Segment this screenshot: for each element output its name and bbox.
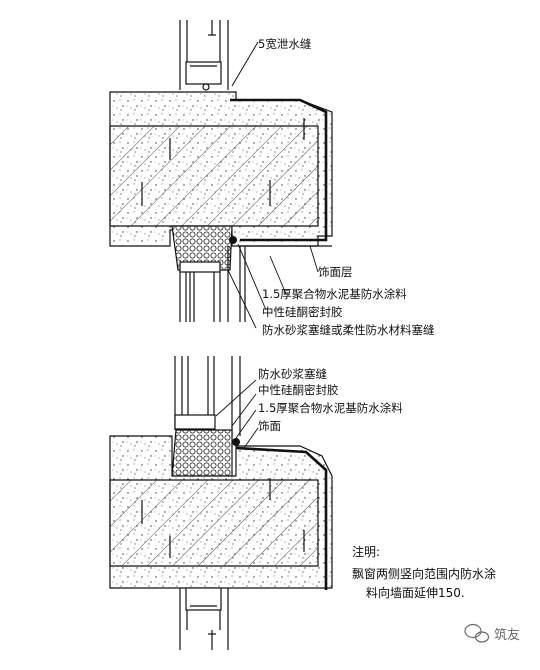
top-concrete-sill [109, 125, 319, 227]
bottom-leader-lines [215, 379, 259, 449]
top-sealant-bead [229, 236, 237, 244]
notes-line-1: 飘窗两侧竖向范围内防水涂 [352, 566, 496, 581]
bottom-mortar-fill-label: 防水砂浆塞缝 [258, 367, 327, 381]
top-detail [109, 20, 333, 329]
top-upper-window-frame [179, 20, 229, 91]
finish-layer-label: 饰面层 [318, 265, 353, 279]
bottom-detail [109, 356, 333, 650]
bottom-finish-label: 饰面 [258, 419, 281, 433]
drain-gap-leader [231, 41, 259, 87]
bottom-sealant-label: 中性硅酮密封胶 [258, 383, 339, 397]
watermark: 筑友 [464, 623, 520, 643]
bottom-waterproof-coating [235, 446, 328, 590]
top-coating-label: 1.5厚聚合物水泥基防水涂料 [262, 287, 407, 301]
drain-gap-label: 5宽泄水缝 [258, 37, 312, 51]
top-leader-lines [227, 243, 319, 329]
bottom-sealant-bead [232, 438, 240, 446]
top-anchor-ticks [141, 118, 305, 206]
bottom-coating-label: 1.5厚聚合物水泥基防水涂料 [258, 401, 403, 415]
top-sealant-label: 中性硅酮密封胶 [262, 305, 343, 319]
bottom-lower-window-frame [179, 587, 229, 650]
bottom-upper-window-frame [174, 356, 241, 436]
bottom-gap-filler [171, 429, 233, 477]
top-gap-filler [171, 225, 233, 271]
bottom-concrete-sill [109, 479, 319, 567]
wechat-icon [464, 623, 490, 643]
watermark-text: 筑友 [494, 627, 520, 643]
notes-title: 注明: [352, 544, 380, 559]
bottom-anchor-ticks [141, 478, 305, 558]
top-lower-window-frame [179, 246, 246, 322]
notes-line-2: 料向墙面延伸150. [366, 585, 465, 600]
top-filler-label: 防水砂浆塞缝或柔性防水材料塞缝 [262, 323, 435, 337]
top-waterproof-coating [230, 98, 328, 242]
